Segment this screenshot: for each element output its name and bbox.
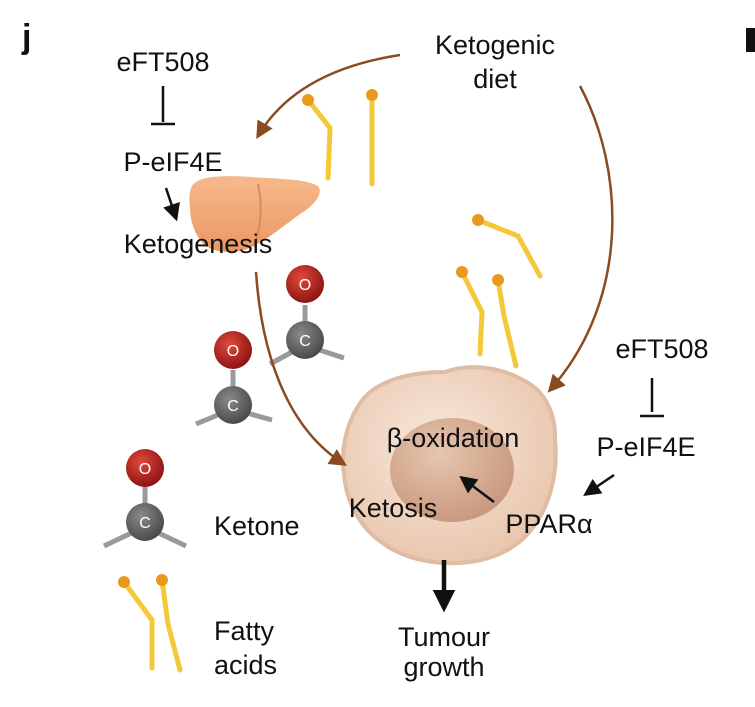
fatty-acid-heads bbox=[302, 89, 504, 286]
carbon-atom-label: C bbox=[139, 515, 151, 532]
panel-label: j bbox=[21, 18, 31, 56]
carbon-atom-label: C bbox=[227, 398, 239, 415]
diet-to-tumour-arrow bbox=[547, 85, 614, 393]
fatty-acid bbox=[459, 269, 485, 357]
legend-fatty-acid-icon bbox=[121, 577, 183, 673]
ketogenic-diet-label: Ketogenic bbox=[435, 30, 555, 60]
liver-illustration bbox=[189, 176, 320, 252]
peif4e-tumour-label: P-eIF4E bbox=[596, 432, 695, 462]
fatty-acids-group bbox=[305, 92, 543, 369]
peif4e-liver-label: P-eIF4E bbox=[123, 147, 222, 177]
ketone-molecule: O C bbox=[195, 331, 273, 427]
legend-ketone-label: Ketone bbox=[214, 511, 300, 541]
eft508-tumour-label: eFT508 bbox=[615, 334, 708, 364]
legend-fatty-acids-label-line2: acids bbox=[214, 650, 277, 680]
oxygen-atom-label: O bbox=[139, 461, 151, 478]
ketone-molecule: O C bbox=[268, 265, 345, 367]
liver-to-tumour-arrow bbox=[254, 271, 347, 466]
fatty-acid bbox=[495, 277, 519, 369]
regulatory-arrows bbox=[151, 86, 664, 613]
nucleus bbox=[390, 418, 514, 522]
ppar-alpha-label: PPARα bbox=[505, 509, 592, 539]
eft508-liver-label: eFT508 bbox=[116, 47, 209, 77]
tumour-growth-label: Tumour bbox=[398, 622, 490, 652]
diet-to-liver-arrow bbox=[256, 53, 401, 140]
legend-ketone-icon: O C bbox=[102, 449, 188, 549]
oxygen-atom-label: O bbox=[299, 277, 311, 294]
tumour-cell bbox=[341, 365, 558, 566]
diet-arrows bbox=[254, 53, 614, 466]
tumour-growth-label-line2: growth bbox=[403, 652, 484, 682]
carbon-atom-label: C bbox=[299, 333, 311, 350]
ketosis-label: Ketosis bbox=[349, 493, 438, 523]
oxygen-atom-label: O bbox=[227, 343, 239, 360]
legend-fatty-acids-label: Fatty bbox=[214, 616, 275, 646]
fatty-acid bbox=[475, 217, 543, 279]
beta-oxidation-label: β-oxidation bbox=[387, 423, 520, 453]
peif4e-to-ppara-arrow bbox=[583, 473, 615, 496]
peif4e-to-ketogenesis-arrow bbox=[163, 187, 180, 222]
ketogenesis-label: Ketogenesis bbox=[124, 229, 273, 259]
right-edge-mark bbox=[746, 28, 755, 52]
fatty-acid bbox=[305, 97, 333, 181]
ketogenic-diet-label-line2: diet bbox=[473, 64, 517, 94]
legend: O C Ketone Fatty acids bbox=[102, 449, 300, 680]
ppara-to-oxidation-arrow bbox=[459, 475, 495, 503]
